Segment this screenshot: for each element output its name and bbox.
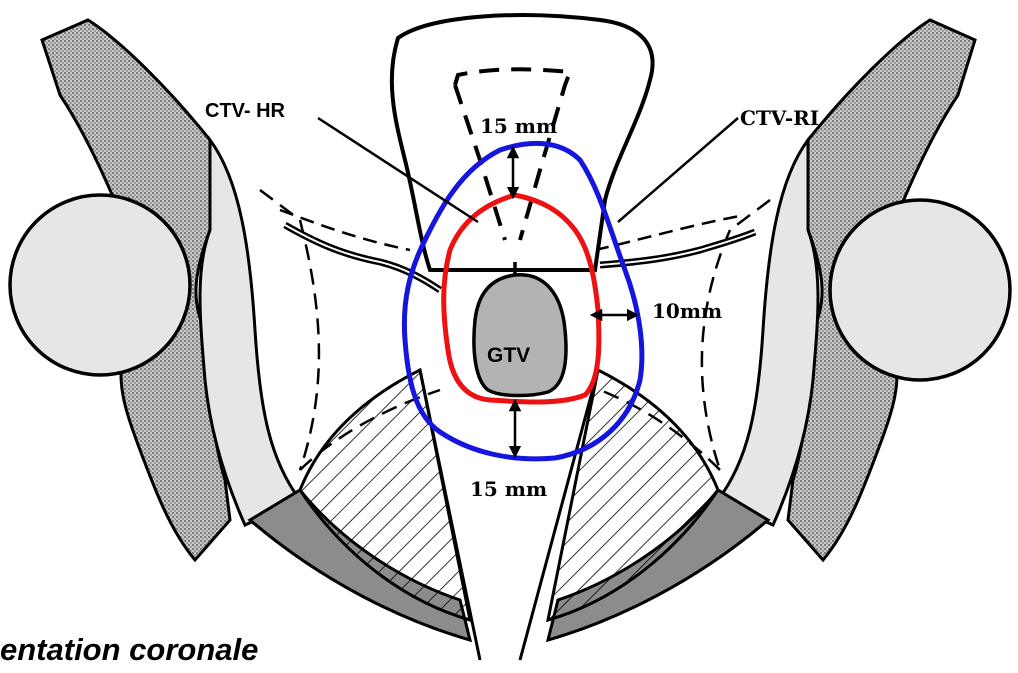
ctv-hr-label: CTV- HR <box>205 100 286 122</box>
gtv-label: GTV <box>487 344 530 367</box>
right-femoral-head <box>830 200 1010 380</box>
figure-caption: entation coronale <box>0 632 258 668</box>
ctv-ri-label: CTV-RI <box>740 106 819 130</box>
side-margin-label: 10mm <box>652 299 722 323</box>
left-femoral-head <box>10 195 190 375</box>
top-margin-label: 15 mm <box>480 114 557 138</box>
bottom-margin-label: 15 mm <box>470 477 547 501</box>
gtv <box>474 275 566 396</box>
ctv-ri-leader <box>618 118 738 222</box>
